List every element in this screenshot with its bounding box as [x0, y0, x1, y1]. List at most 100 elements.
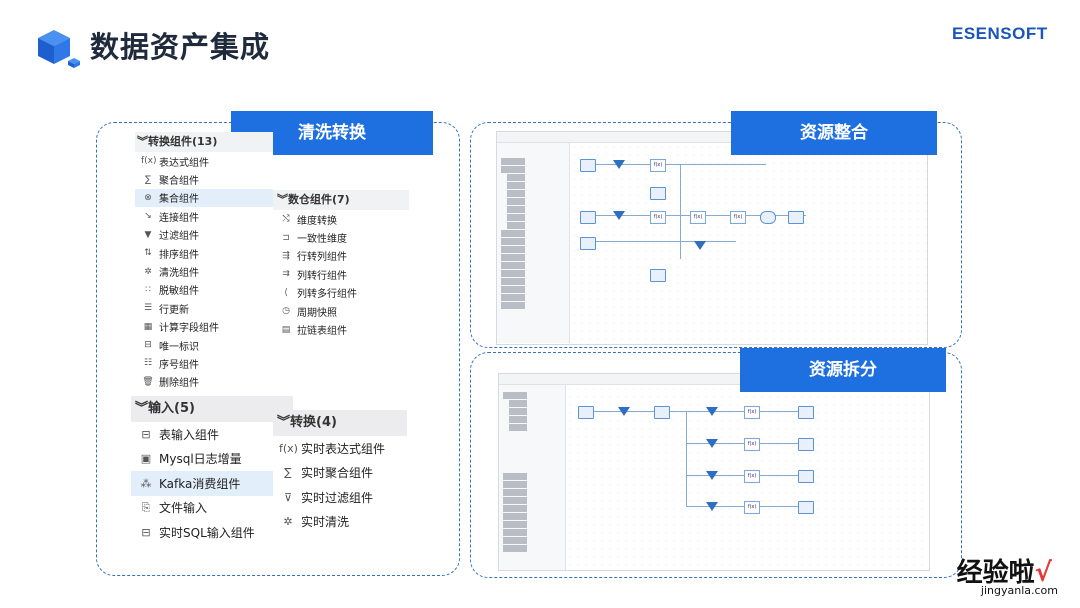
- component-label: 一致性维度: [297, 234, 347, 246]
- merge-screenshot: f(x) f(x) f(x) f(x): [496, 131, 928, 345]
- input-group-header[interactable]: ︾输入(5): [131, 396, 293, 422]
- split-tree-panel: [499, 385, 566, 570]
- watermark-site: jingyanla.com: [980, 584, 1058, 597]
- merge-canvas[interactable]: f(x) f(x) f(x) f(x): [570, 143, 927, 344]
- component-icon: ⁂: [140, 476, 152, 490]
- component-item[interactable]: f(x)表达式组件: [135, 152, 273, 170]
- component-item[interactable]: ⊟ 表输入组件: [131, 422, 293, 447]
- component-label: 实时聚合组件: [301, 466, 374, 481]
- input-component-panel: ︾输入(5) ⊟ 表输入组件 ▣Mysql日志增量 ⁂ Kafka消费组件 ⎘ 文件输入 ⊟实…: [131, 396, 293, 545]
- component-label: 实时过滤组件: [301, 490, 374, 505]
- component-icon: ⟨: [284, 287, 288, 298]
- component-item[interactable]: ⤭ 维度转换: [273, 210, 409, 228]
- component-label: 拉链表组件: [297, 326, 347, 338]
- component-label: 周期快照: [297, 307, 337, 319]
- chevron-down-icon: ︾: [137, 135, 148, 148]
- brand-logo: ESENSOFT: [952, 24, 1048, 43]
- resource-split-label: 资源拆分: [740, 348, 946, 392]
- component-item[interactable]: ⇶ 行转列组件: [273, 247, 409, 265]
- component-item[interactable]: ▤ 拉链表组件: [273, 320, 409, 338]
- clean-transform-label: 清洗转换: [231, 111, 433, 155]
- component-item[interactable]: ✲ 清洗组件: [135, 262, 273, 280]
- component-item[interactable]: ▣Mysql日志增量: [131, 447, 293, 472]
- merge-toolbar: [497, 132, 927, 143]
- component-item[interactable]: ▦计算字段组件: [135, 318, 273, 336]
- component-label: 集合组件: [159, 194, 199, 206]
- component-label: 聚合组件: [159, 176, 199, 188]
- component-item[interactable]: ⁂ Kafka消费组件: [131, 471, 293, 496]
- component-icon: ⎘: [141, 500, 151, 514]
- component-icon: ⊽: [283, 490, 293, 504]
- component-item[interactable]: ⊽ 实时过滤组件: [273, 485, 407, 510]
- component-icon: f(x): [141, 156, 157, 167]
- component-item[interactable]: ☷序号组件: [135, 354, 273, 372]
- component-item[interactable]: ↘连接组件: [135, 207, 273, 225]
- component-label: 脱敏组件: [159, 286, 199, 298]
- component-icon: ⤭: [282, 214, 290, 225]
- component-item[interactable]: ✲实时清洗: [273, 510, 407, 535]
- component-label: Kafka消费组件: [159, 476, 241, 491]
- component-label: 列转行组件: [297, 270, 347, 282]
- component-icon: ✲: [144, 266, 152, 277]
- page-title: 数据资产集成: [90, 30, 271, 64]
- component-label: 行更新: [159, 304, 189, 316]
- component-label: 实时表达式组件: [301, 441, 386, 456]
- resource-merge-label: 资源整合: [731, 111, 937, 155]
- component-item[interactable]: ⇅排序组件: [135, 244, 273, 262]
- component-item[interactable]: 🗑 删除组件: [135, 373, 273, 391]
- component-item[interactable]: ⟨列转多行组件: [273, 284, 409, 302]
- component-item[interactable]: f(x)实时表达式组件: [273, 436, 407, 461]
- chevron-down-icon: ︾: [135, 401, 149, 416]
- split-canvas[interactable]: f(x) f(x) f(x) f(x): [566, 385, 929, 570]
- component-icon: ∑: [144, 174, 152, 185]
- transform-group-header[interactable]: ︾转换组件(13): [135, 132, 273, 152]
- realtime-group-header[interactable]: ︾转换(4): [273, 410, 407, 436]
- component-label: 计算字段组件: [159, 323, 219, 335]
- component-label: 维度转换: [297, 215, 337, 227]
- component-item[interactable]: ◷ 周期快照: [273, 302, 409, 320]
- component-icon: ⊟: [141, 427, 151, 441]
- component-icon: ◷: [282, 306, 290, 317]
- component-item[interactable]: ☰ 行更新: [135, 299, 273, 317]
- component-icon: ▤: [281, 324, 291, 335]
- warehouse-group-header[interactable]: ︾数仓组件(7): [273, 190, 409, 210]
- component-icon: f(x): [279, 441, 298, 455]
- component-icon: ∷: [145, 284, 151, 295]
- component-label: 删除组件: [159, 378, 199, 390]
- component-item[interactable]: ⊟唯一标识: [135, 336, 273, 354]
- component-item[interactable]: ⊗ 集合组件: [135, 188, 273, 208]
- component-icon: ⊐: [282, 232, 290, 243]
- component-label: 过滤组件: [159, 231, 199, 243]
- component-icon: ⊗: [144, 192, 152, 203]
- realtime-component-panel: ︾转换(4) f(x)实时表达式组件∑实时聚合组件⊽实时过滤组件✲实时清洗: [273, 410, 407, 534]
- chevron-down-icon: ︾: [277, 415, 291, 430]
- component-icon: ⇶: [282, 250, 290, 261]
- component-icon: ▣: [140, 452, 152, 466]
- component-icon: ☰: [143, 303, 153, 314]
- component-label: 序号组件: [159, 359, 199, 371]
- component-item[interactable]: ▼ 过滤组件: [135, 226, 273, 244]
- component-item[interactable]: ⎘ 文件输入: [131, 496, 293, 521]
- component-label: 文件输入: [159, 501, 208, 516]
- component-item[interactable]: ⊟实时SQL输入组件: [131, 520, 293, 545]
- resource-merge-frame: [470, 122, 962, 348]
- component-item[interactable]: ∷ 脱敏组件: [135, 281, 273, 299]
- component-label: 清洗组件: [159, 268, 199, 280]
- watermark-text: 经验啦√: [956, 558, 1052, 588]
- split-screenshot: f(x) f(x) f(x) f(x): [498, 373, 930, 571]
- component-icon: 🗑: [142, 376, 154, 387]
- component-item[interactable]: ∑ 聚合组件: [135, 170, 273, 188]
- component-label: 表输入组件: [159, 427, 220, 442]
- component-item[interactable]: ⇉ 列转行组件: [273, 265, 409, 283]
- component-item[interactable]: ∑实时聚合组件: [273, 461, 407, 486]
- component-icon: ⊟: [144, 340, 152, 351]
- component-label: 表达式组件: [159, 157, 209, 169]
- component-icon: ▼: [144, 229, 152, 240]
- component-label: 连接组件: [159, 212, 199, 224]
- component-item[interactable]: ⊐ 一致性维度: [273, 228, 409, 246]
- component-label: 行转列组件: [297, 252, 347, 264]
- split-toolbar: [499, 374, 929, 385]
- merge-tree-panel: [497, 143, 570, 343]
- component-icon: ✲: [283, 515, 293, 529]
- component-icon: ⇉: [282, 269, 290, 280]
